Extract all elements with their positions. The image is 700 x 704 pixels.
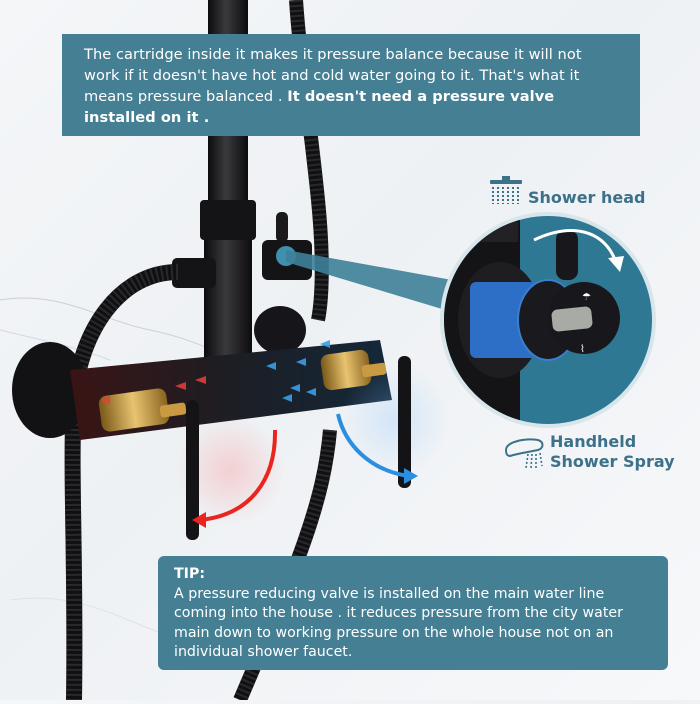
- tip-box: TIP: A pressure reducing valve is instal…: [158, 556, 668, 670]
- handheld-shower-icon: [504, 438, 544, 469]
- note-bold-text: It doesn't need a pressure valve install…: [84, 88, 555, 126]
- handheld-label-line1: Handheld: [550, 432, 637, 451]
- pressure-balance-note: The cartridge inside it makes it pressur…: [62, 34, 640, 136]
- handheld-label-line2: Shower Spray: [550, 452, 675, 471]
- handheld-spray-label: Handheld Shower Spray: [550, 432, 675, 472]
- tip-title: TIP:: [174, 566, 206, 582]
- tip-body: A pressure reducing valve is installed o…: [174, 585, 623, 661]
- shower-head-label: Shower head: [528, 188, 646, 207]
- svg-text:⌇: ⌇: [580, 344, 585, 355]
- shower-head-icon: [490, 176, 522, 204]
- svg-text:☂: ☂: [582, 292, 591, 303]
- note-regular-text: The cartridge inside it makes it pressur…: [84, 46, 582, 105]
